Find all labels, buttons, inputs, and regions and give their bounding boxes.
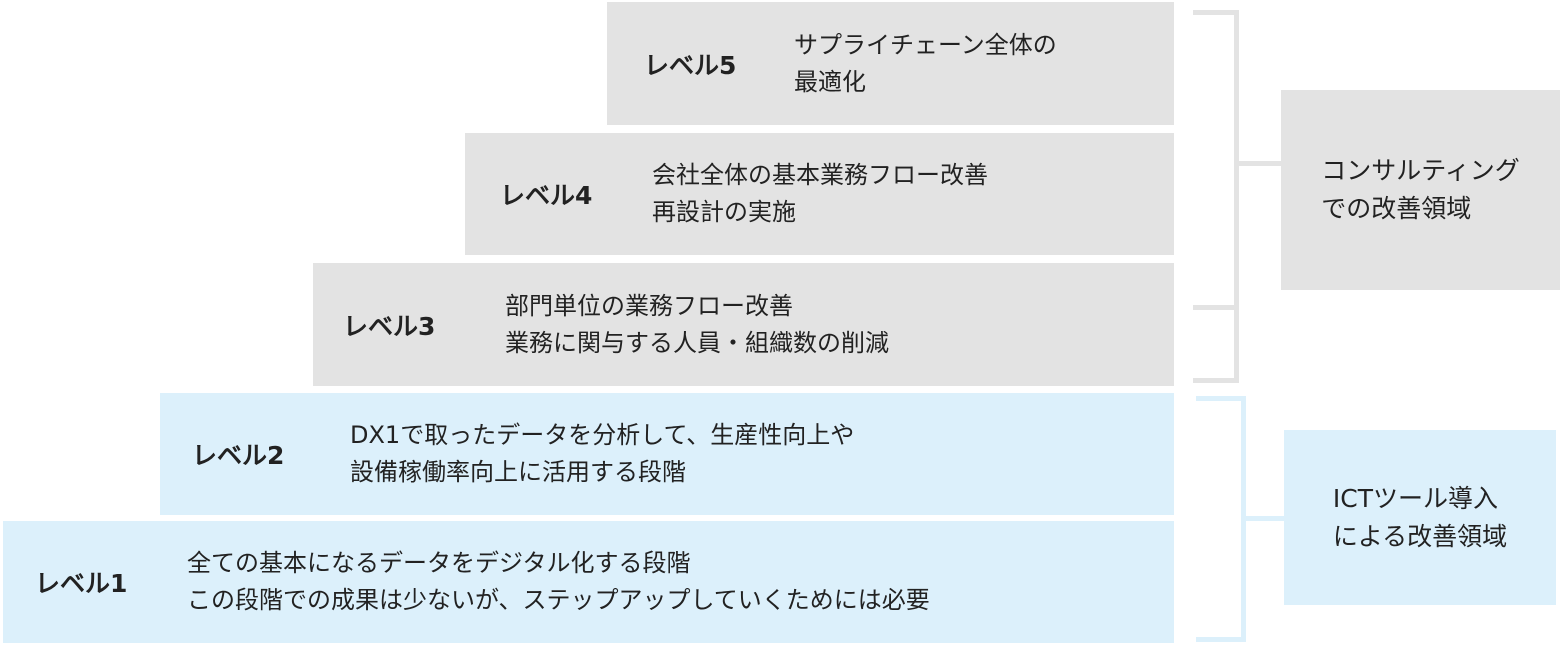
- desc-line: 業務に関与する人員・組織数の削減: [505, 328, 889, 357]
- desc-line: 最適化: [794, 67, 866, 96]
- level-5-box: レベル5 サプライチェーン全体の最適化: [607, 2, 1174, 125]
- level-label: レベル5: [644, 50, 737, 80]
- level-description: 会社全体の基本業務フロー改善再設計の実施: [652, 157, 988, 231]
- consulting-bracket: [1193, 10, 1239, 383]
- ict-area-box: ICTツール導入による改善領域: [1284, 430, 1556, 605]
- desc-line: サプライチェーン全体の: [794, 30, 1057, 59]
- level-label: レベル2: [192, 441, 285, 470]
- desc-line: 再設計の実施: [652, 198, 796, 226]
- level-description: サプライチェーン全体の最適化: [794, 27, 1057, 101]
- desc-line: 部門単位の業務フロー改善: [505, 291, 793, 320]
- area-line: コンサルティング: [1321, 156, 1520, 185]
- level-label: レベル4: [500, 181, 593, 210]
- desc-line: 会社全体の基本業務フロー改善: [652, 161, 988, 189]
- level-description: DX1で取ったデータを分析して、生産性向上や設備稼働率向上に活用する段階: [350, 417, 854, 491]
- level-1-box: レベル1 全ての基本になるデータをデジタル化する段階この段階での成果は少ないが、…: [3, 521, 1174, 643]
- level-2-box: レベル2 DX1で取ったデータを分析して、生産性向上や設備稼働率向上に活用する段…: [160, 393, 1174, 515]
- desc-line: 設備稼働率向上に活用する段階: [350, 458, 686, 486]
- area-line: ICTツール導入: [1332, 483, 1498, 513]
- level-label: レベル3: [343, 311, 436, 341]
- area-line: による改善領域: [1332, 521, 1508, 551]
- consulting-bracket-stem: [1239, 161, 1282, 166]
- ict-bracket-stem: [1246, 516, 1284, 521]
- consulting-area-box: コンサルティングでの改善領域: [1281, 90, 1560, 290]
- level-description: 全ての基本になるデータをデジタル化する段階この段階での成果は少ないが、ステップア…: [187, 545, 930, 619]
- level-4-box: レベル4 会社全体の基本業務フロー改善再設計の実施: [465, 133, 1174, 255]
- ict-bracket: [1196, 396, 1246, 642]
- level-3-box: レベル3 部門単位の業務フロー改善業務に関与する人員・組織数の削減: [313, 263, 1174, 386]
- desc-line: この段階での成果は少ないが、ステップアップしていくためには必要: [187, 586, 930, 614]
- desc-line: 全ての基本になるデータをデジタル化する段階: [187, 549, 691, 577]
- area-line: での改善領域: [1321, 194, 1472, 223]
- desc-line: DX1で取ったデータを分析して、生産性向上や: [350, 421, 855, 449]
- level-description: 部門単位の業務フロー改善業務に関与する人員・組織数の削減: [505, 288, 889, 362]
- level-label: レベル1: [35, 569, 128, 598]
